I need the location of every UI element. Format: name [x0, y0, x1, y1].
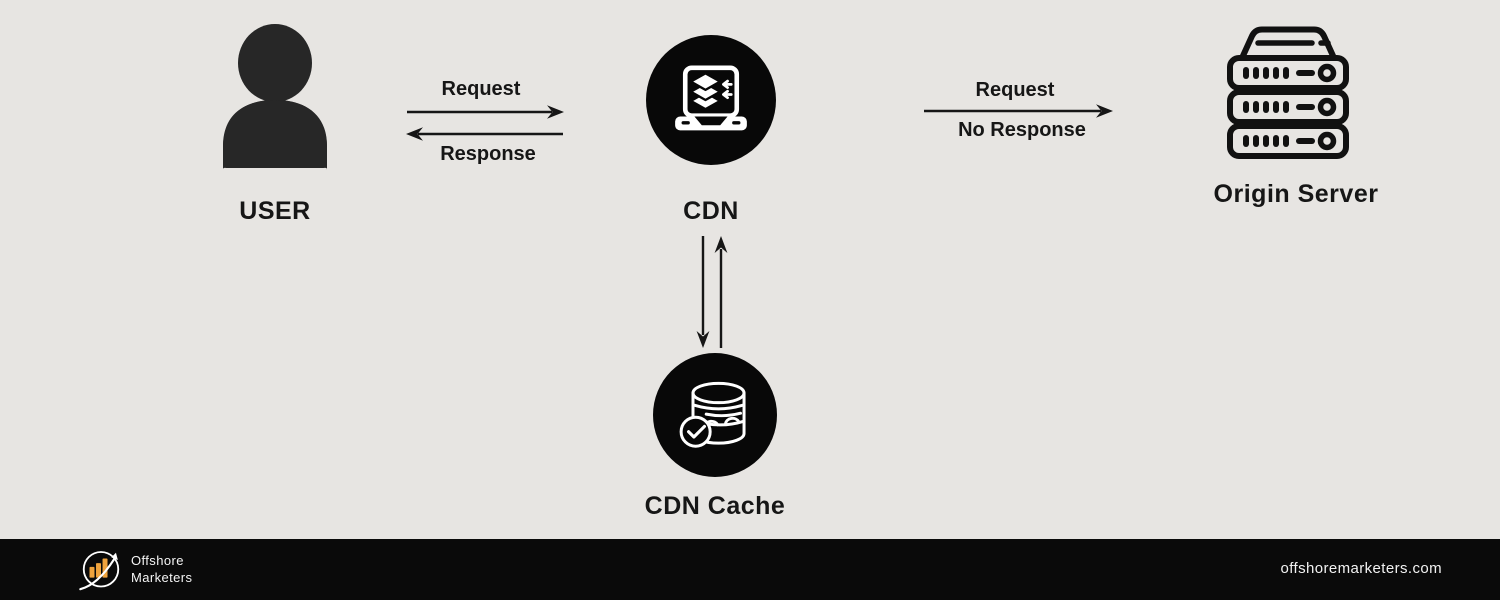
person-icon [223, 24, 327, 170]
cdn-cache-node [653, 353, 777, 477]
server-rack-icon [1227, 26, 1349, 159]
response-arrow-left-icon [406, 127, 563, 141]
laptop-layers-icon [675, 65, 747, 131]
footer-brand-name: Offshore Marketers [131, 553, 192, 586]
cache-arrow-up-icon [714, 236, 728, 348]
user-label: USER [239, 197, 311, 225]
cdn-label: CDN [683, 197, 739, 225]
cdn-node [646, 35, 776, 165]
request-arrow-right-icon [407, 105, 564, 119]
user-cdn-response-label: Response [440, 143, 536, 165]
offshore-marketers-logo-icon [79, 551, 120, 591]
cdn-origin-no-response-label: No Response [958, 119, 1086, 141]
footer-bar: Offshore Marketers offshoremarketers.com [0, 539, 1500, 600]
footer-website-text: offshoremarketers.com [1280, 560, 1442, 577]
origin-server-label: Origin Server [1213, 180, 1379, 208]
footer-brand-line2: Marketers [131, 569, 193, 585]
footer-brand-line1: Offshore [131, 553, 184, 568]
cdn-cache-label: CDN Cache [644, 492, 786, 520]
cdn-origin-request-label: Request [975, 79, 1055, 101]
user-cdn-request-label: Request [441, 78, 521, 100]
request-arrow-right-icon [924, 104, 1113, 118]
cache-arrow-down-icon [696, 236, 710, 348]
database-check-icon [679, 381, 746, 448]
